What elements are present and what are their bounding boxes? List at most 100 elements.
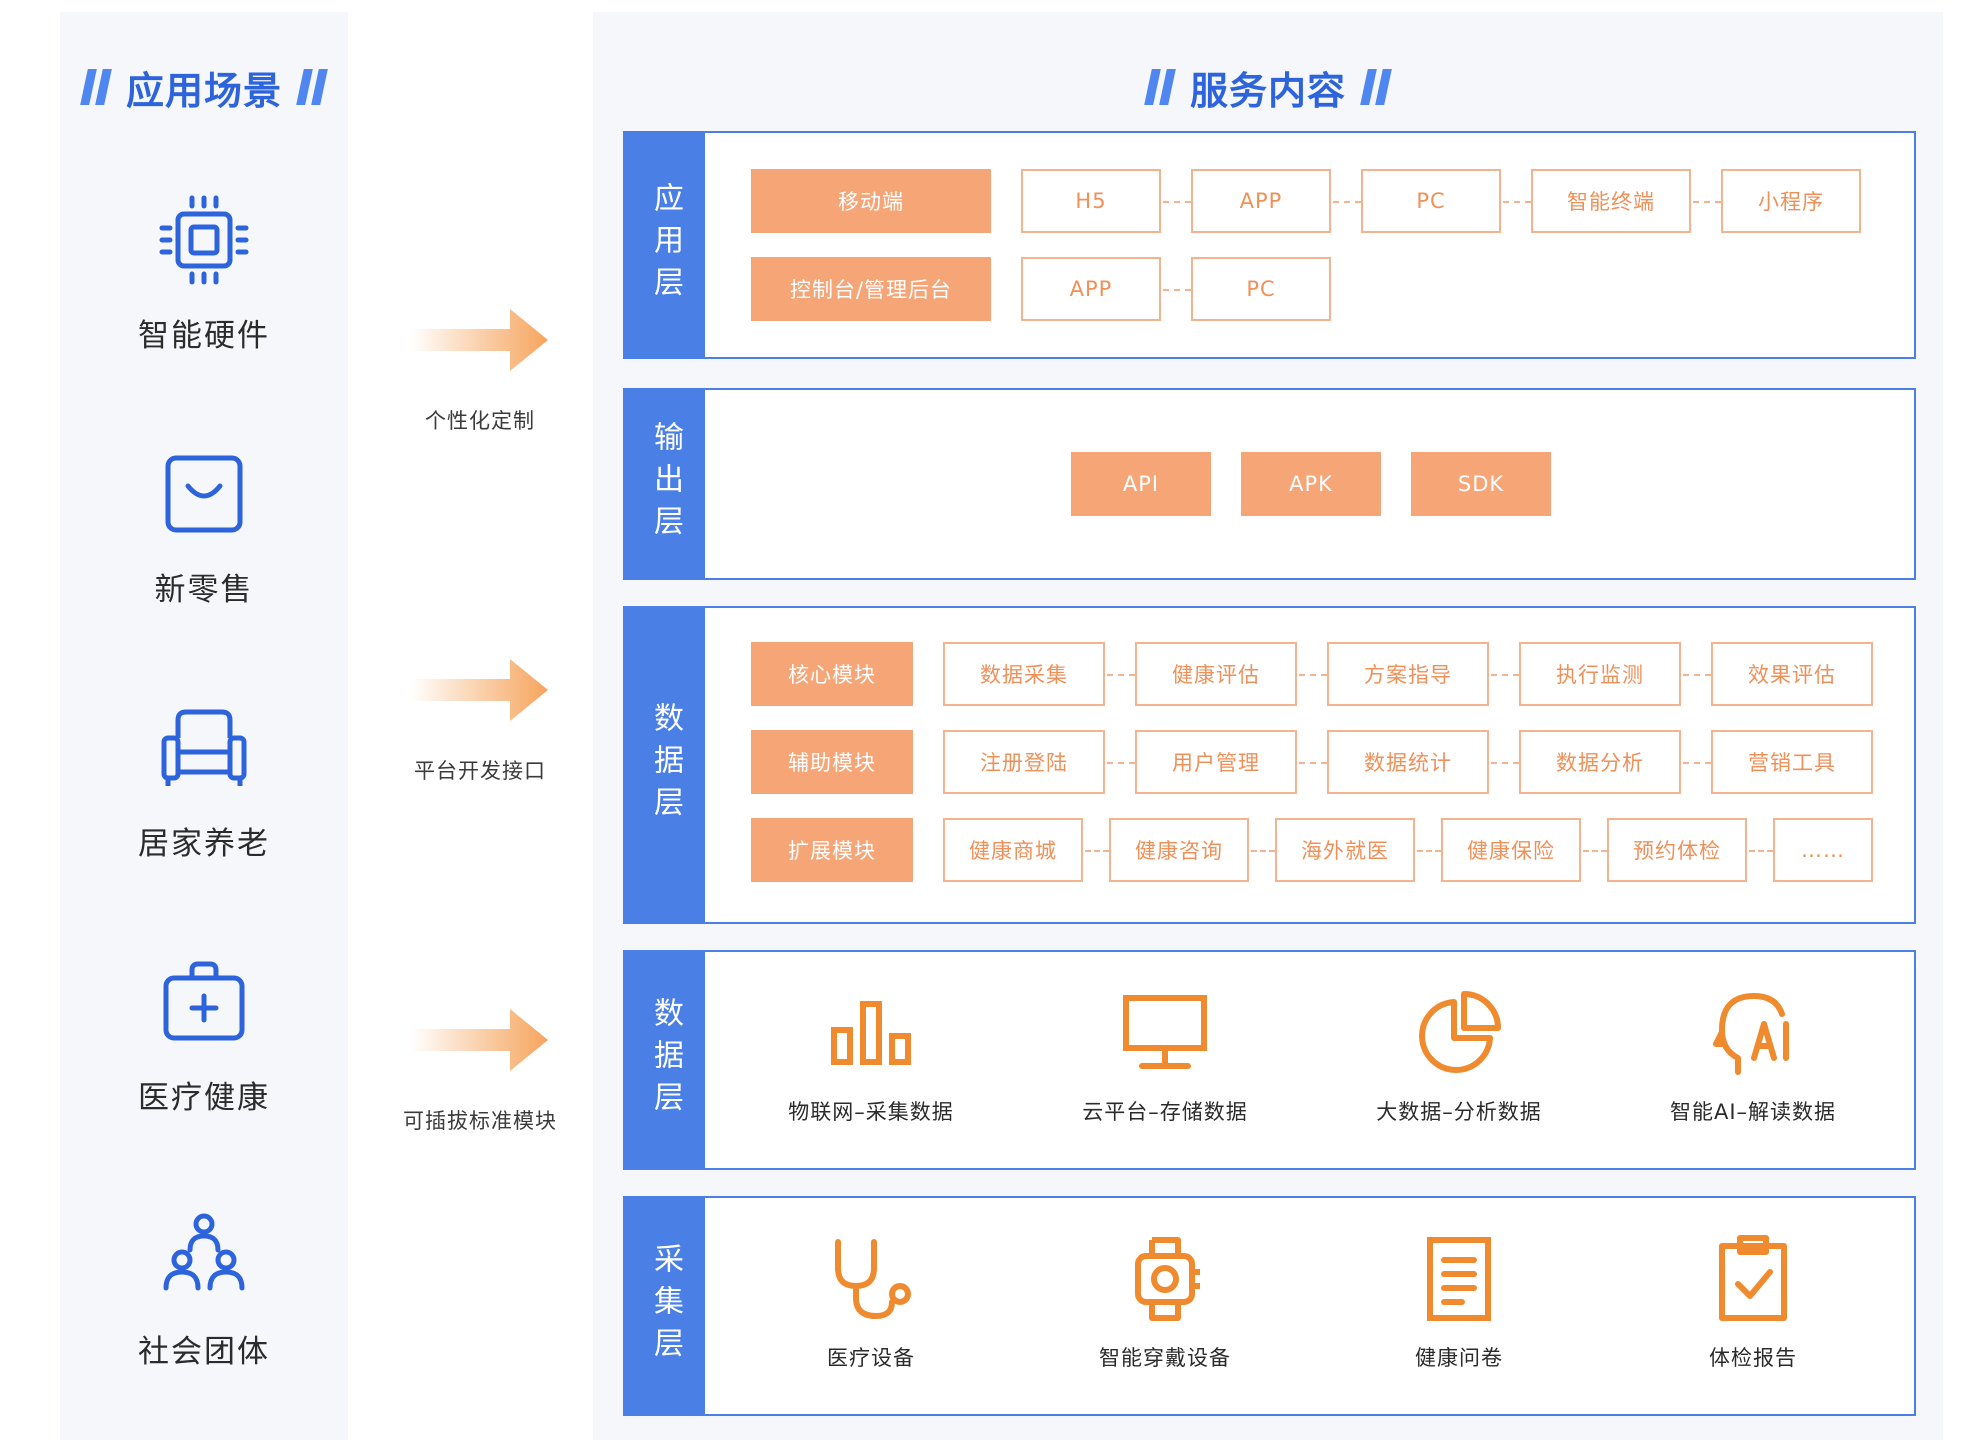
scenario-label: 智能硬件 [138,318,270,354]
module-item: 数据分析 [1519,730,1681,794]
arrow-label: 平台开发接口 [414,759,546,783]
arrow-platform-api: 平台开发接口 [380,655,580,785]
connector [1583,850,1607,852]
feature-ai: 智能AI–解读数据 [1633,988,1873,1126]
module-item: 数据采集 [943,642,1105,706]
smartwatch-icon [1120,1234,1210,1324]
layer-name: 输出层 [648,421,683,547]
module-item: 执行监测 [1519,642,1681,706]
module-item: 智能终端 [1531,169,1691,233]
feature-iot: 物联网–采集数据 [751,988,991,1126]
module-item: 健康商城 [943,818,1083,882]
layer-name: 应用层 [648,182,683,308]
connector [1299,674,1327,676]
module-head: 控制台/管理后台 [751,257,991,321]
module-head: 辅助模块 [751,730,913,794]
layer-name: 采集层 [648,1243,683,1369]
module-item: H5 [1021,169,1161,233]
connector [1749,850,1773,852]
right-arrow-icon [410,309,548,371]
module-item-more: …… [1773,818,1873,882]
module-item: PC [1361,169,1501,233]
scenario-label: 新零售 [154,572,254,608]
feature-label: 云平台–存储数据 [1082,1100,1248,1124]
layer-name: 数据层 [648,997,683,1123]
connector [1251,850,1275,852]
scenario-medical-health: 医疗健康 [60,952,348,1117]
module-item: 注册登陆 [943,730,1105,794]
layer-tab: 输出层 [625,390,705,578]
module-item: 预约体检 [1607,818,1747,882]
connector [1693,201,1721,203]
layer-name: 数据层 [648,702,683,828]
output-item: API [1071,452,1211,516]
feature-big-data: 大数据–分析数据 [1339,988,1579,1126]
layer-output: 输出层 API APK SDK [623,388,1916,580]
module-item: APP [1021,257,1161,321]
module-item: 健康咨询 [1109,818,1249,882]
connector [1107,762,1135,764]
connector [1503,201,1531,203]
module-item: 健康保险 [1441,818,1581,882]
module-item: APP [1191,169,1331,233]
chip-icon [154,190,254,290]
connector [1491,674,1519,676]
right-arrow-icon [410,659,548,721]
layer-tab: 应用层 [625,133,705,357]
module-item: 海外就医 [1275,818,1415,882]
scenarios-title: 应用场景 [60,62,348,113]
module-item: 数据统计 [1327,730,1489,794]
scenario-social-groups: 社会团体 [60,1206,348,1371]
scenario-smart-hardware: 智能硬件 [60,190,348,355]
people-group-icon [154,1206,254,1306]
scenario-home-elderly-care: 居家养老 [60,698,348,863]
feature-label: 智能AI–解读数据 [1669,1100,1837,1124]
feature-label: 健康问卷 [1415,1346,1503,1370]
connector [1417,850,1441,852]
title-decoration-left [1144,69,1176,105]
scenario-label: 社会团体 [138,1334,270,1370]
connector [1107,674,1135,676]
output-item: SDK [1411,452,1551,516]
layer-tab: 数据层 [625,608,705,922]
output-item: APK [1241,452,1381,516]
scenario-label: 居家养老 [138,826,270,862]
connector [1683,762,1711,764]
module-item: 健康评估 [1135,642,1297,706]
module-item: 效果评估 [1711,642,1873,706]
feature-label: 物联网–采集数据 [788,1100,954,1124]
scenario-label: 医疗健康 [138,1080,270,1116]
feature-label: 医疗设备 [827,1346,915,1370]
layer-data-modules: 数据层 核心模块 数据采集 健康评估 方案指导 执行监测 效果评估 辅助模块 注… [623,606,1916,924]
layer-collection: 采集层 医疗设备 智能穿戴设备 [623,1196,1916,1416]
layer-tab: 数据层 [625,952,705,1168]
services-title-text: 服务内容 [1189,68,1346,113]
scenarios-panel: 应用场景 智能硬件 新零售 [60,12,348,1440]
medical-kit-icon [154,952,254,1052]
feature-wearable: 智能穿戴设备 [1045,1234,1285,1372]
scenarios-title-text: 应用场景 [125,68,282,113]
feature-label: 大数据–分析数据 [1376,1100,1542,1124]
connector [1333,201,1361,203]
layer-application: 应用层 移动端 H5 APP PC 智能终端 小程序 控制台/管理后台 APP … [623,131,1916,359]
feature-questionnaire: 健康问卷 [1339,1234,1579,1372]
title-decoration-right [1360,69,1392,105]
shopping-bag-icon [154,444,254,544]
monitor-icon [1120,988,1210,1078]
module-item: 小程序 [1721,169,1861,233]
module-head: 移动端 [751,169,991,233]
arrow-label: 个性化定制 [425,409,535,433]
layer-data-processing: 数据层 物联网–采集数据 云平台–存储数据 大 [623,950,1916,1170]
feature-label: 体检报告 [1709,1346,1797,1370]
layer-tab: 采集层 [625,1198,705,1414]
document-icon [1414,1234,1504,1324]
feature-cloud: 云平台–存储数据 [1045,988,1285,1126]
feature-medical-device: 医疗设备 [751,1234,991,1372]
title-decoration-right [296,69,328,105]
module-item: 用户管理 [1135,730,1297,794]
connector [1683,674,1711,676]
feature-label: 智能穿戴设备 [1099,1346,1231,1370]
arrow-label: 可插拔标准模块 [403,1109,557,1133]
arrow-pluggable-modules: 可插拔标准模块 [380,1005,580,1135]
connector [1163,201,1191,203]
